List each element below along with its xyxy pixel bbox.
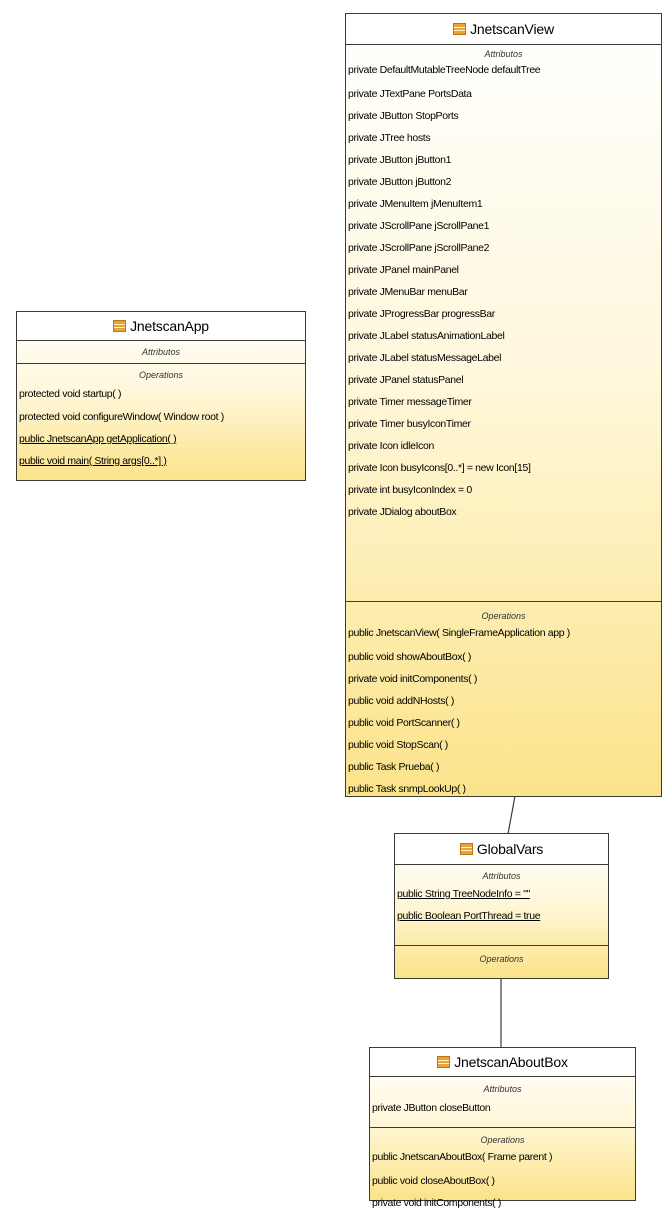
class-icon bbox=[453, 23, 467, 35]
attributes-list: private DefaultMutableTreeNode defaultTr… bbox=[346, 61, 661, 523]
class-icon bbox=[459, 843, 473, 855]
operation-item[interactable]: public Task snmpLookUp( ) bbox=[348, 783, 466, 795]
operation-item[interactable]: public void PortScanner( ) bbox=[348, 717, 460, 729]
attribute-item[interactable]: private Timer messageTimer bbox=[348, 396, 472, 408]
operation-item[interactable]: public void closeAboutBox( ) bbox=[372, 1175, 495, 1187]
attribute-item[interactable]: private int busyIconIndex = 0 bbox=[348, 484, 472, 496]
attribute-item[interactable]: private JTextPane PortsData bbox=[348, 88, 472, 100]
attribute-item[interactable]: private JButton jButton2 bbox=[348, 176, 452, 188]
operations-compartment: Operations protected void startup( ) pro… bbox=[17, 363, 305, 481]
attribute-item[interactable]: private JMenuBar menuBar bbox=[348, 286, 468, 298]
attribute-item[interactable]: private JDialog aboutBox bbox=[348, 506, 457, 518]
class-name: JnetscanApp bbox=[130, 318, 209, 334]
operations-title: Operations bbox=[479, 954, 524, 964]
class-name: JnetscanAboutBox bbox=[454, 1054, 568, 1070]
class-header: JnetscanView bbox=[346, 14, 661, 45]
attribute-item[interactable]: private JPanel mainPanel bbox=[348, 264, 459, 276]
class-name: JnetscanView bbox=[470, 21, 554, 37]
attribute-item[interactable]: private JButton jButton1 bbox=[348, 154, 452, 166]
operations-title: Operations bbox=[480, 1135, 525, 1145]
attribute-item[interactable]: public String TreeNodeInfo = "" bbox=[397, 888, 530, 900]
operations-list: protected void startup( ) protected void… bbox=[17, 384, 305, 472]
attribute-item[interactable]: private JLabel statusAnimationLabel bbox=[348, 330, 505, 342]
attribute-item[interactable]: private JButton StopPorts bbox=[348, 110, 459, 122]
attribute-item[interactable]: private JLabel statusMessageLabel bbox=[348, 352, 502, 364]
operation-item[interactable]: protected void startup( ) bbox=[19, 388, 122, 400]
class-name: GlobalVars bbox=[476, 841, 544, 857]
attributes-compartment: Attributos public String TreeNodeInfo = … bbox=[395, 865, 608, 945]
class-jnetscan-app[interactable]: JnetscanApp Attributos Operations protec… bbox=[16, 311, 306, 481]
attributes-title: Attributos bbox=[482, 871, 521, 881]
attributes-title: Attributos bbox=[483, 1084, 522, 1094]
attributes-compartment: Attributos bbox=[17, 341, 305, 363]
operation-item[interactable]: public void StopScan( ) bbox=[348, 739, 448, 751]
attribute-item[interactable]: private JPanel statusPanel bbox=[348, 374, 464, 386]
attribute-item[interactable]: private JMenuItem jMenuItem1 bbox=[348, 198, 483, 210]
operation-item[interactable]: public JnetscanAboutBox( Frame parent ) bbox=[372, 1151, 553, 1163]
attributes-compartment: Attributos private JButton closeButton bbox=[370, 1077, 635, 1127]
operation-item[interactable]: public JnetscanView( SingleFrameApplicat… bbox=[348, 627, 570, 639]
operations-compartment: Operations public JnetscanView( SingleFr… bbox=[346, 601, 661, 797]
attribute-item[interactable]: private Timer busyIconTimer bbox=[348, 418, 471, 430]
operations-compartment: Operations bbox=[395, 945, 608, 979]
attributes-list: private JButton closeButton bbox=[370, 1097, 635, 1119]
attributes-compartment: Attributos private DefaultMutableTreeNod… bbox=[346, 45, 661, 601]
operations-list: public JnetscanAboutBox( Frame parent ) … bbox=[370, 1148, 635, 1214]
operation-item[interactable]: private void initComponents( ) bbox=[372, 1197, 501, 1209]
operation-item[interactable]: private void initComponents( ) bbox=[348, 673, 477, 685]
attribute-item[interactable]: private JScrollPane jScrollPane2 bbox=[348, 242, 490, 254]
operation-item[interactable]: public JnetscanApp getApplication( ) bbox=[19, 433, 177, 445]
class-jnetscan-about-box[interactable]: JnetscanAboutBox Attributos private JBut… bbox=[369, 1047, 636, 1209]
class-global-vars[interactable]: GlobalVars Attributos public String Tree… bbox=[394, 833, 609, 979]
association-view-globalvars bbox=[507, 795, 516, 835]
attribute-item[interactable]: private DefaultMutableTreeNode defaultTr… bbox=[348, 64, 541, 76]
attribute-item[interactable]: private JScrollPane jScrollPane1 bbox=[348, 220, 490, 232]
attribute-item[interactable]: private JButton closeButton bbox=[372, 1102, 491, 1114]
attributes-title: Attributos bbox=[141, 347, 181, 357]
operation-item[interactable]: public void showAboutBox( ) bbox=[348, 651, 472, 663]
class-header: JnetscanAboutBox bbox=[370, 1048, 635, 1077]
operations-title: Operations bbox=[481, 611, 526, 621]
class-header: GlobalVars bbox=[395, 834, 608, 865]
attribute-item[interactable]: private JTree hosts bbox=[348, 132, 431, 144]
attributes-title: Attributos bbox=[484, 49, 523, 59]
operation-item[interactable]: public void addNHosts( ) bbox=[348, 695, 454, 707]
operations-list: public JnetscanView( SingleFrameApplicat… bbox=[346, 624, 661, 800]
attributes-list: public String TreeNodeInfo = "" public B… bbox=[395, 883, 608, 927]
attribute-item[interactable]: private JProgressBar progressBar bbox=[348, 308, 495, 320]
attribute-item[interactable]: public Boolean PortThread = true bbox=[397, 910, 541, 922]
class-icon bbox=[437, 1056, 451, 1068]
operation-item[interactable]: protected void configureWindow( Window r… bbox=[19, 411, 224, 423]
class-jnetscan-view[interactable]: JnetscanView Attributos private DefaultM… bbox=[345, 13, 662, 797]
attribute-item[interactable]: private Icon idleIcon bbox=[348, 440, 435, 452]
attribute-item[interactable]: private Icon busyIcons[0..*] = new Icon[… bbox=[348, 462, 531, 474]
operations-title: Operations bbox=[138, 370, 184, 380]
class-header: JnetscanApp bbox=[17, 312, 305, 341]
operation-item[interactable]: public void main( String args[0..*] ) bbox=[19, 455, 167, 467]
class-icon bbox=[113, 320, 127, 332]
operations-compartment: Operations public JnetscanAboutBox( Fram… bbox=[370, 1127, 635, 1209]
operation-item[interactable]: public Task Prueba( ) bbox=[348, 761, 440, 773]
